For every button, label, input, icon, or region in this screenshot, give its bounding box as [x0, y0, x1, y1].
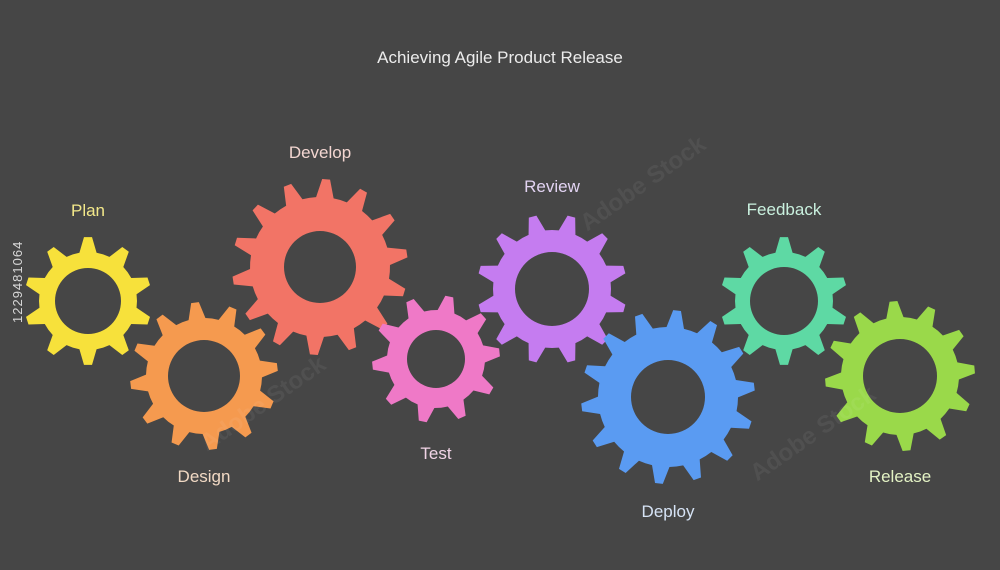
stock-id: 1229481064	[10, 240, 25, 323]
gear-design-icon	[130, 302, 278, 450]
gear-test-icon	[372, 295, 500, 423]
gear-release-icon	[825, 301, 975, 451]
label-release: Release	[868, 467, 932, 486]
gear-deploy-icon	[581, 310, 755, 484]
gear-feedback-icon	[722, 237, 846, 365]
label-review: Review	[524, 177, 580, 196]
label-deploy: Deploy	[641, 502, 695, 521]
gear-review-icon	[478, 215, 626, 363]
label-plan: Plan	[70, 201, 106, 220]
diagram-title: Achieving Agile Product Release	[377, 48, 623, 67]
gear-develop-icon	[232, 179, 408, 355]
label-develop: Develop	[288, 143, 352, 162]
label-design: Design	[177, 467, 231, 486]
gear-plan-icon	[26, 237, 150, 365]
label-test: Test	[420, 444, 452, 463]
label-feedback: Feedback	[746, 200, 822, 219]
